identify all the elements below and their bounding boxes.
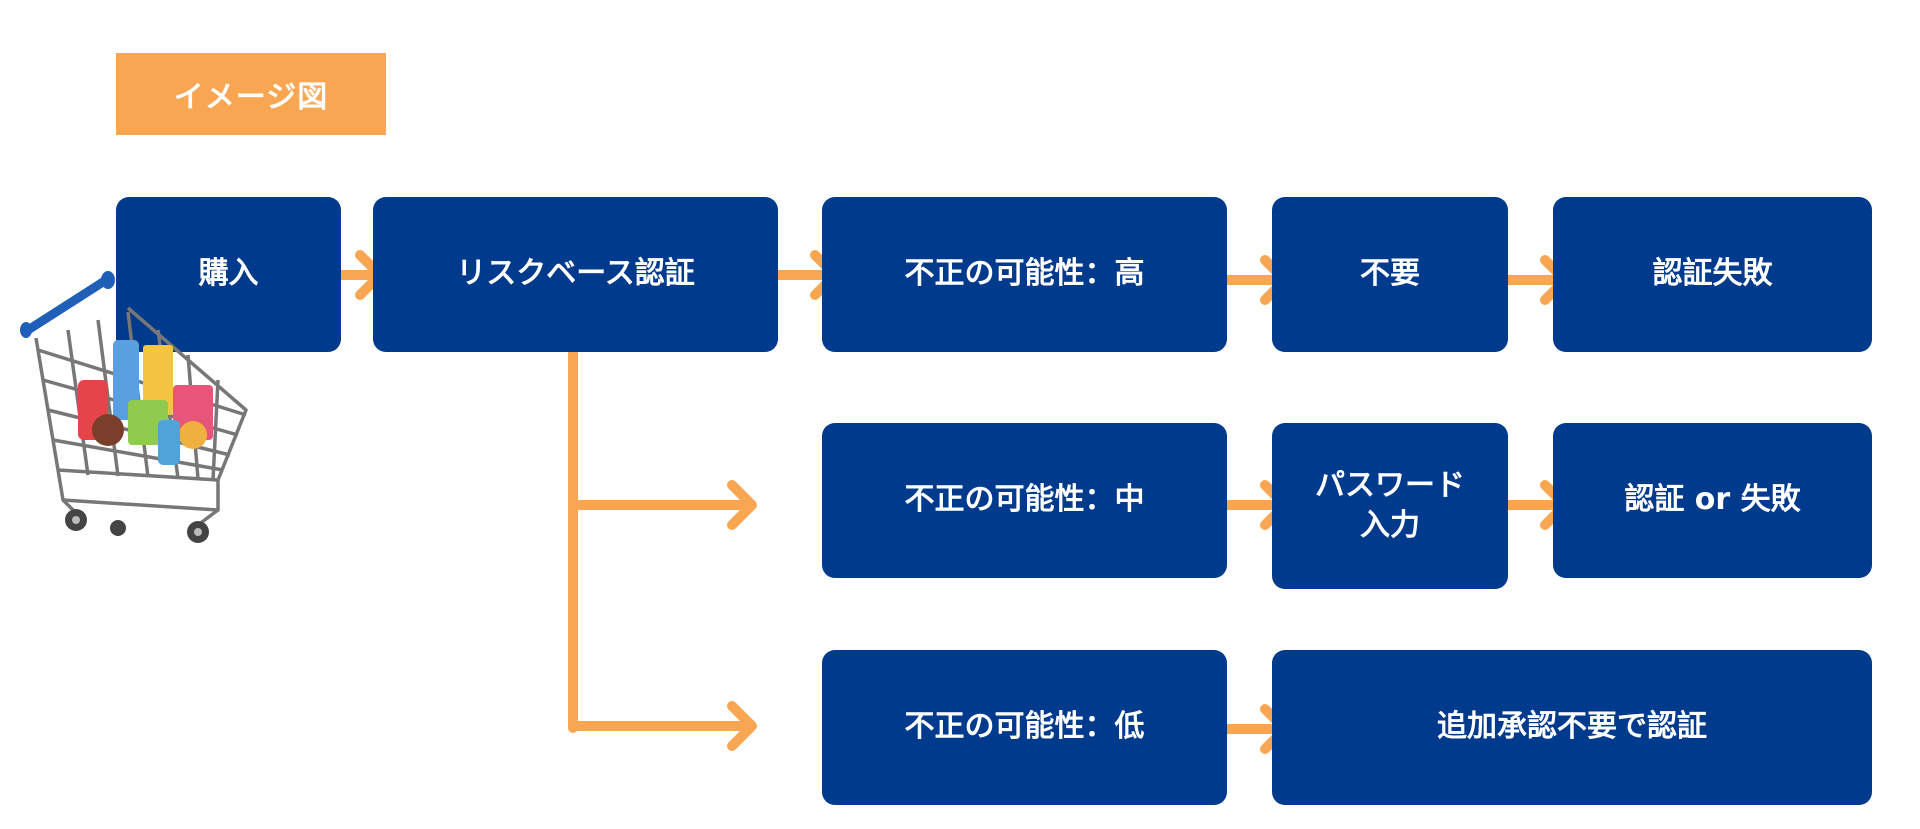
node-auth-or-fail: 認証 or 失敗 — [1553, 423, 1872, 578]
arrow-branch-to-low — [568, 701, 757, 751]
node-risk-based-auth: リスクベース認証 — [373, 197, 778, 352]
node-fraud-high: 不正の可能性：高 — [822, 197, 1227, 352]
node-auth-no-extra: 追加承認不要で認証 — [1272, 650, 1872, 805]
node-purchase: 購入 — [116, 197, 341, 352]
image-diagram-tag: イメージ図 — [116, 53, 386, 135]
node-not-needed: 不要 — [1272, 197, 1508, 352]
arrow-branch-to-mid — [568, 480, 757, 530]
node-fraud-mid: 不正の可能性：中 — [822, 423, 1227, 578]
node-password-input: パスワード 入力 — [1272, 423, 1508, 589]
shopping-cart-icon — [20, 271, 248, 543]
node-fraud-low: 不正の可能性：低 — [822, 650, 1227, 805]
node-auth-failed: 認証失敗 — [1553, 197, 1872, 352]
